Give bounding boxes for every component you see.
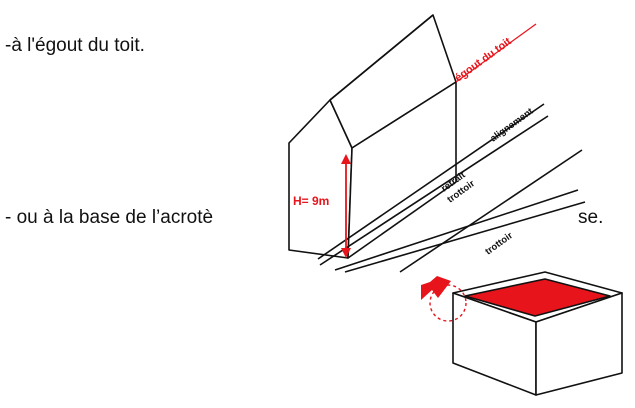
side-wall bbox=[347, 81, 457, 259]
egout-underline bbox=[455, 23, 537, 83]
height-label: H= 9m bbox=[293, 194, 329, 208]
ridge-line bbox=[329, 14, 434, 101]
house-illustration bbox=[275, 0, 586, 273]
text-line-egout: -à l'égout du toit. bbox=[5, 35, 145, 56]
road-line-1 bbox=[334, 189, 579, 271]
box-right-face bbox=[535, 292, 623, 396]
height-arrow bbox=[341, 154, 351, 258]
text-line-acrotere-start: - ou à la base de l’acrotè bbox=[5, 207, 214, 228]
box-illustration bbox=[452, 271, 623, 396]
road-line-2 bbox=[344, 201, 586, 273]
curb-line bbox=[399, 149, 583, 273]
sidewalk-line bbox=[319, 115, 549, 266]
curved-arrow-icon bbox=[421, 276, 451, 300]
alignement-line bbox=[317, 103, 545, 260]
text-line-acrotere-end: se. bbox=[578, 207, 604, 228]
red-roof bbox=[464, 278, 611, 317]
acrotere-highlight-circle bbox=[429, 284, 467, 322]
